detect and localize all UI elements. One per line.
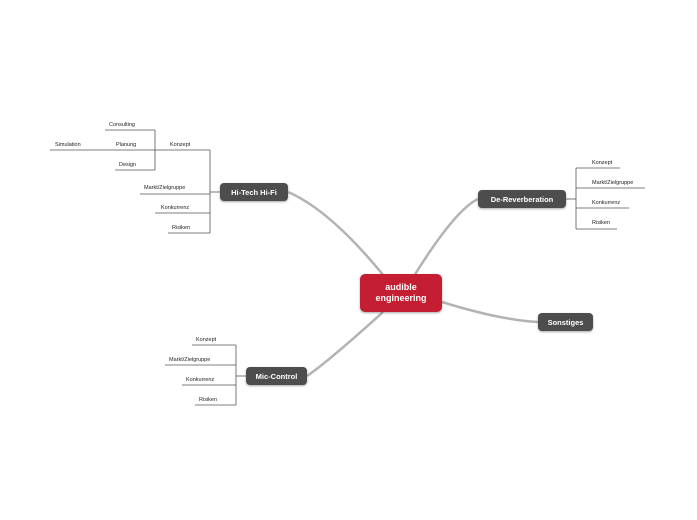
hitech-consulting[interactable]: Consulting [109, 122, 135, 128]
connector-hitech [287, 190, 385, 277]
miccontrol-leaf-lines [165, 344, 246, 406]
hitech-planung[interactable]: Planung [116, 142, 137, 148]
miccontrol-konkurrenz[interactable]: Konkurrenz [186, 377, 215, 383]
node-miccontrol[interactable]: Mic-Control [246, 367, 307, 385]
hitech-simulation[interactable]: Simulation [55, 142, 81, 148]
dereverb-risiken[interactable]: Risiken [592, 220, 611, 226]
node-hitech[interactable]: Hi-Tech Hi-Fi [220, 183, 288, 201]
connector-miccontrol [306, 311, 384, 378]
node-sonstiges[interactable]: Sonstiges [538, 313, 593, 331]
connector-dereverb [412, 197, 479, 277]
dereverb-konzept[interactable]: Konzept [592, 160, 613, 166]
miccontrol-markt[interactable]: Markt/Zielgruppe [169, 357, 211, 363]
root-node[interactable]: audible engineering [360, 274, 442, 312]
hitech-design[interactable]: Design [119, 162, 137, 168]
root-label-line1: audible [385, 282, 417, 292]
hitech-risiken[interactable]: Risiken [172, 225, 191, 231]
miccontrol-konzept[interactable]: Konzept [196, 337, 217, 343]
hitech-leaf-lines [50, 129, 220, 234]
root-label-line2: engineering [375, 293, 427, 303]
dereverb-konkurrenz[interactable]: Konkurrenz [592, 200, 621, 206]
dereverb-markt[interactable]: Markt/Zielgruppe [592, 180, 634, 186]
hitech-konkurrenz[interactable]: Konkurrenz [161, 205, 190, 211]
hitech-konzept[interactable]: Konzept [170, 142, 191, 148]
miccontrol-risiken[interactable]: Risiken [199, 397, 218, 403]
connector-sonstiges [441, 300, 539, 324]
dereverb-leaf-lines [566, 167, 645, 230]
hitech-markt[interactable]: Markt/Zielgruppe [144, 185, 186, 191]
node-dereverb[interactable]: De-Reverberation [478, 190, 566, 208]
